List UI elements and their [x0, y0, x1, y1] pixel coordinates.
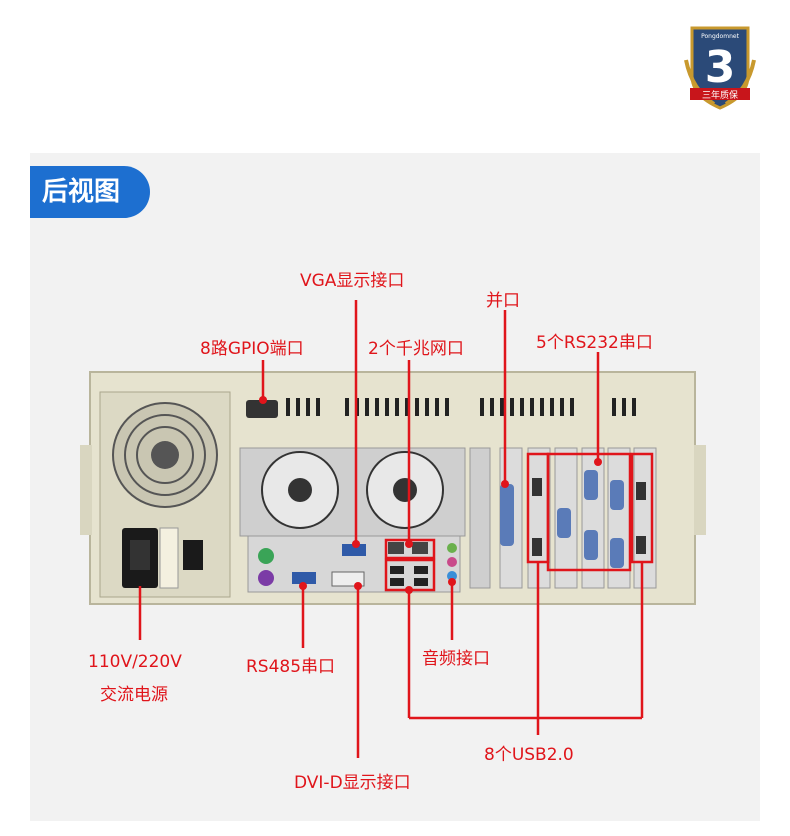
top-vent-slots — [286, 398, 636, 416]
rs232-port-3-icon — [584, 530, 598, 560]
lan-port-2-icon — [412, 542, 428, 554]
label-power-type: 交流电源 — [100, 685, 168, 705]
usb-card-2-icon — [532, 538, 542, 556]
usb-card-1-icon — [532, 478, 542, 496]
gpio-connector-icon — [246, 400, 278, 418]
callout-lines — [138, 300, 654, 758]
section-title: 后视图 — [30, 166, 150, 218]
chassis-handle-right — [694, 445, 706, 535]
label-audio: 音频接口 — [422, 649, 490, 669]
warranty-badge: Pongdomnet 3 三年质保 — [684, 26, 756, 110]
audio-jack-icon — [447, 543, 457, 553]
label-lan: 2个千兆网口 — [368, 339, 464, 359]
usb-io-2-icon — [390, 578, 404, 586]
power-switch-icon — [183, 540, 203, 570]
ps2-keyboard-icon — [258, 570, 274, 586]
label-power-voltage: 110V/220V — [88, 652, 182, 672]
label-gpio: 8路GPIO端口 — [200, 339, 304, 359]
rs232-port-4-icon — [610, 480, 624, 510]
label-usb: 8个USB2.0 — [484, 745, 574, 765]
label-rs232: 5个RS232串口 — [536, 333, 653, 353]
badge-caption: 三年质保 — [702, 89, 738, 101]
vga-port-icon — [342, 544, 366, 556]
rs232-port-2-icon — [584, 470, 598, 500]
label-parallel: 并口 — [486, 291, 520, 311]
label-dvi: DVI-D显示接口 — [294, 773, 411, 793]
usb-card-3-icon — [636, 482, 646, 500]
usb-card-4-icon — [636, 536, 646, 554]
ps2-mouse-icon — [258, 548, 274, 564]
rs485-port-icon — [292, 572, 316, 584]
dvi-port-icon — [331, 571, 365, 587]
usb-io-3-icon — [414, 566, 428, 574]
usb-io-1-icon — [390, 566, 404, 574]
rs232-port-1-icon — [557, 508, 571, 538]
rs232-port-5-icon — [610, 538, 624, 568]
lan-port-1-icon — [388, 542, 404, 554]
parallel-port-icon — [500, 484, 514, 546]
label-vga: VGA显示接口 — [300, 271, 405, 291]
badge-brand: Pongdomnet — [701, 33, 740, 40]
label-rs485: RS485串口 — [246, 657, 336, 677]
usb-io-4-icon — [414, 578, 428, 586]
badge-number: 3 — [705, 42, 736, 93]
chassis-handle-left — [80, 445, 92, 535]
